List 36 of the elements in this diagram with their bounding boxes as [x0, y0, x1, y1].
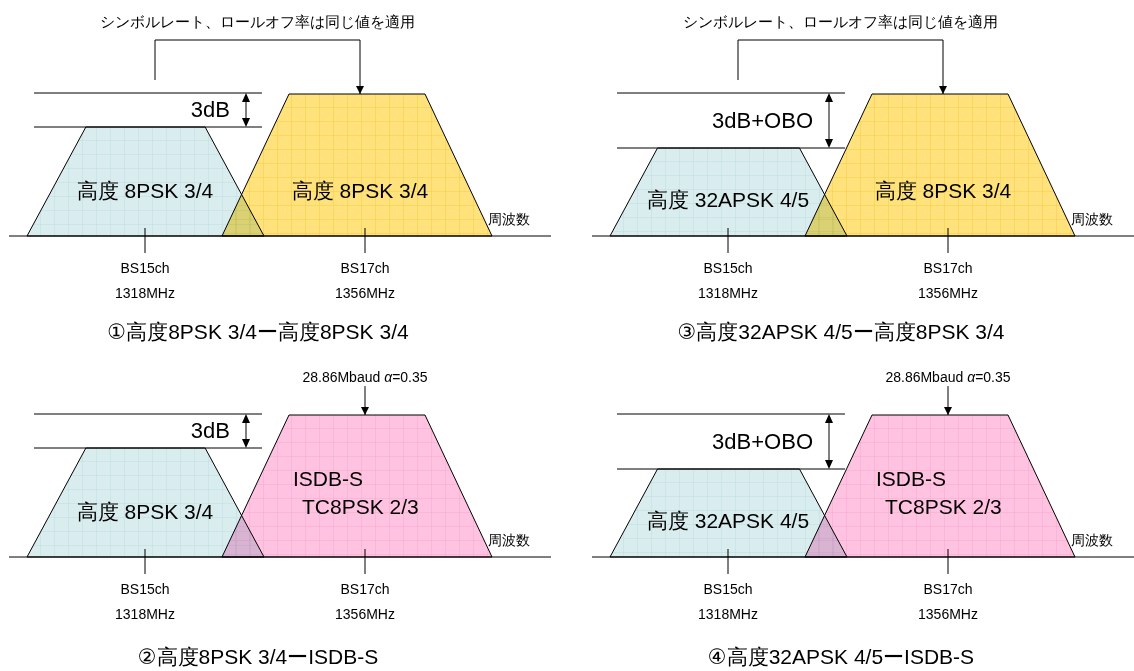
- channel-frequency-label: BS15ch 1318MHz: [114, 580, 176, 624]
- modulation-label: 高度 8PSK 3/4: [75, 500, 215, 525]
- arrow: [944, 385, 952, 416]
- modulation-label: ISDB-S: [876, 467, 946, 492]
- axis-label: 周波数: [488, 532, 530, 549]
- channel-frequency-label: BS15ch 1318MHz: [114, 259, 176, 303]
- axis-label: 周波数: [1071, 211, 1113, 228]
- panel-caption: ④高度32APSK 4/5ーISDB-S: [706, 645, 976, 670]
- channel-frequency-label: BS15ch 1318MHz: [697, 259, 759, 303]
- modulation-label: TC8PSK 2/3: [302, 495, 419, 520]
- channel-frequency-label: BS17ch 1356MHz: [334, 580, 396, 624]
- axis-label: 周波数: [488, 211, 530, 228]
- modulation-label: 高度 8PSK 3/4: [873, 179, 1013, 204]
- modulation-label: 高度 32APSK 4/5: [645, 509, 811, 534]
- dimension-label: 3dB: [190, 97, 230, 123]
- panel-caption: ①高度8PSK 3/4ー高度8PSK 3/4: [106, 320, 410, 345]
- dimension-label: 3dB: [190, 418, 230, 444]
- arrow: [737, 39, 947, 95]
- arrow: [361, 385, 369, 416]
- axis-label: 周波数: [1071, 532, 1113, 549]
- arrow: [154, 39, 364, 95]
- modulation-label: 高度 32APSK 4/5: [645, 188, 811, 213]
- modulation-label: TC8PSK 2/3: [885, 495, 1002, 520]
- modulation-label: ISDB-S: [293, 467, 363, 492]
- symbol-rate-label: 28.86Mbaud α=0.35: [265, 369, 465, 386]
- modulation-label: 高度 8PSK 3/4: [290, 179, 430, 204]
- channel-frequency-label: BS17ch 1356MHz: [917, 580, 979, 624]
- dimension-label: 3dB+OBO: [712, 107, 813, 133]
- channel-frequency-label: BS17ch 1356MHz: [917, 259, 979, 303]
- dimension-label: 3dB+OBO: [712, 428, 813, 454]
- modulation-label: 高度 8PSK 3/4: [75, 179, 215, 204]
- panel-caption: ③高度32APSK 4/5ー高度8PSK 3/4: [676, 320, 1006, 345]
- channel-frequency-label: BS17ch 1356MHz: [334, 259, 396, 303]
- channel-frequency-label: BS15ch 1318MHz: [697, 580, 759, 624]
- symbol-rate-label: 28.86Mbaud α=0.35: [848, 369, 1048, 386]
- panel-caption: ②高度8PSK 3/4ーISDB-S: [136, 645, 380, 670]
